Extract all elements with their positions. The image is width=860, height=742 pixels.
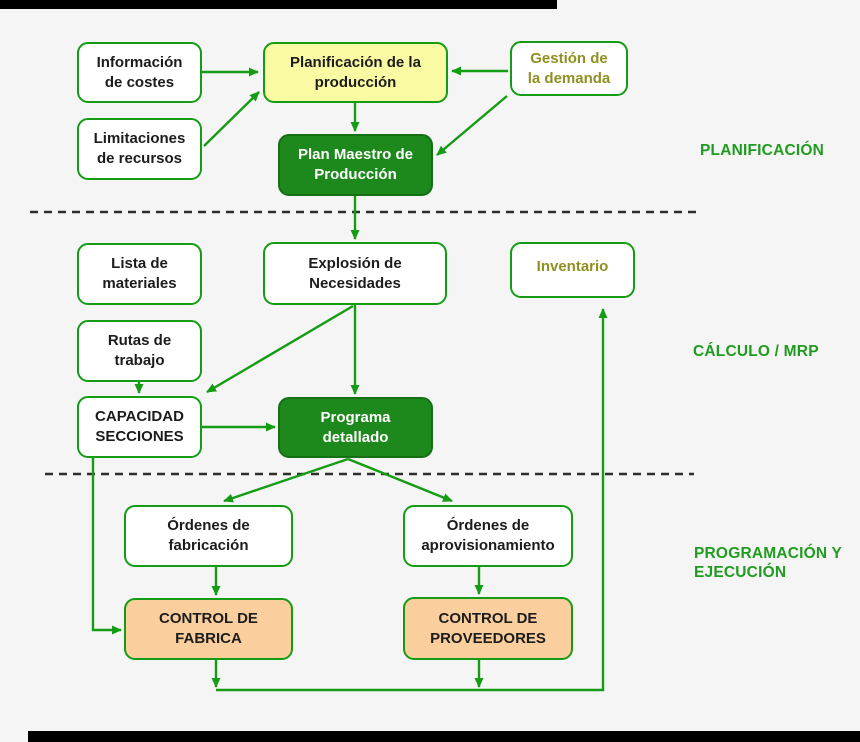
node-plan-maestro-de-produccion: Plan Maestro de Producción [278,134,433,196]
node-informacion-de-costes: Información de costes [77,42,202,103]
node-planificacion-de-la-produccion: Planificación de la producción [263,42,448,103]
node-inventario: Inventario [510,242,635,298]
node-capacidad-secciones: CAPACIDAD SECCIONES [77,396,202,458]
edge-feedback-to-inventario [216,308,608,692]
node-control-de-fabrica: CONTROL DE FABRICA [124,598,293,660]
node-gestion-de-la-demanda: Gestión de la demanda [510,41,628,96]
edge-programa-to-ordenesaprov [347,457,453,503]
node-rutas-de-trabajo: Rutas de trabajo [77,320,202,382]
section-label-planificacion: PLANIFICACIÓN [700,142,825,159]
node-ordenes-de-aprovisionamiento: Órdenes de aprovisionamiento [403,505,573,567]
top-black-bar [0,0,557,9]
section-label-calculo-mrp: CÁLCULO / MRP [693,343,819,360]
edge-programa-to-ordenesfab [223,457,349,503]
node-explosion-de-necesidades: Explosión de Necesidades [263,242,447,305]
edge-explosion-to-capacidad [206,304,354,394]
node-limitaciones-de-recursos: Limitaciones de recursos [77,118,202,180]
node-control-de-proveedores: CONTROL DE PROVEEDORES [403,597,573,660]
section-label-programacion-ejecucion: PROGRAMACIÓN Y EJECUCIÓN [694,545,843,582]
node-lista-de-materiales: Lista de materiales [77,243,202,305]
edge-limitaciones-to-planificacion [203,91,260,147]
edge-gestion-to-planmaestro [436,95,508,156]
node-programa-detallado: Programa detallado [278,397,433,458]
bottom-black-bar [28,731,860,742]
edge-capacidad-to-controlfab [91,458,122,635]
node-ordenes-de-fabricacion: Órdenes de fabricación [124,505,293,567]
